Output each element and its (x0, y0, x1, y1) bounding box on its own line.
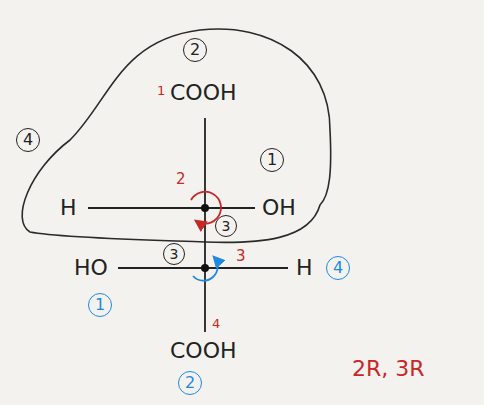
priority-circle: 2 (183, 38, 207, 62)
stereocentre-dot (201, 264, 209, 272)
rotation-arrow (193, 257, 218, 281)
priority-number: 2 (190, 42, 200, 58)
priority-circle: 3 (215, 215, 237, 237)
priority-number: 3 (170, 247, 179, 261)
atom-label: H (296, 257, 313, 279)
priority-number: 4 (333, 260, 343, 276)
priority-circle: 4 (326, 256, 350, 280)
group-formula: COOH (170, 82, 237, 104)
horizontal-bond (88, 207, 255, 209)
rotation-arrow (191, 192, 221, 224)
priority-number: 3 (222, 219, 231, 233)
group-formula: HO (74, 257, 108, 279)
carbon-number: 2 (176, 172, 186, 187)
priority-circle: 1 (260, 148, 284, 172)
group-loop (22, 29, 331, 242)
priority-circle: 2 (178, 371, 202, 395)
priority-number: 4 (23, 132, 33, 148)
priority-number: 1 (95, 297, 105, 313)
priority-circle: 4 (16, 128, 40, 152)
group-formula: OH (262, 197, 296, 219)
priority-circle: 1 (88, 293, 112, 317)
priority-number: 1 (267, 152, 277, 168)
priority-circle: 3 (163, 243, 185, 265)
configuration-label: 2R, 3R (352, 358, 425, 380)
stereocentre-dot (201, 204, 209, 212)
carbon-number: 4 (212, 317, 220, 330)
carbon-number: 1 (157, 84, 165, 97)
priority-number: 2 (185, 375, 195, 391)
vertical-bond (204, 118, 206, 332)
group-formula: COOH (170, 340, 237, 362)
atom-label: H (60, 197, 77, 219)
carbon-number: 3 (236, 249, 246, 264)
